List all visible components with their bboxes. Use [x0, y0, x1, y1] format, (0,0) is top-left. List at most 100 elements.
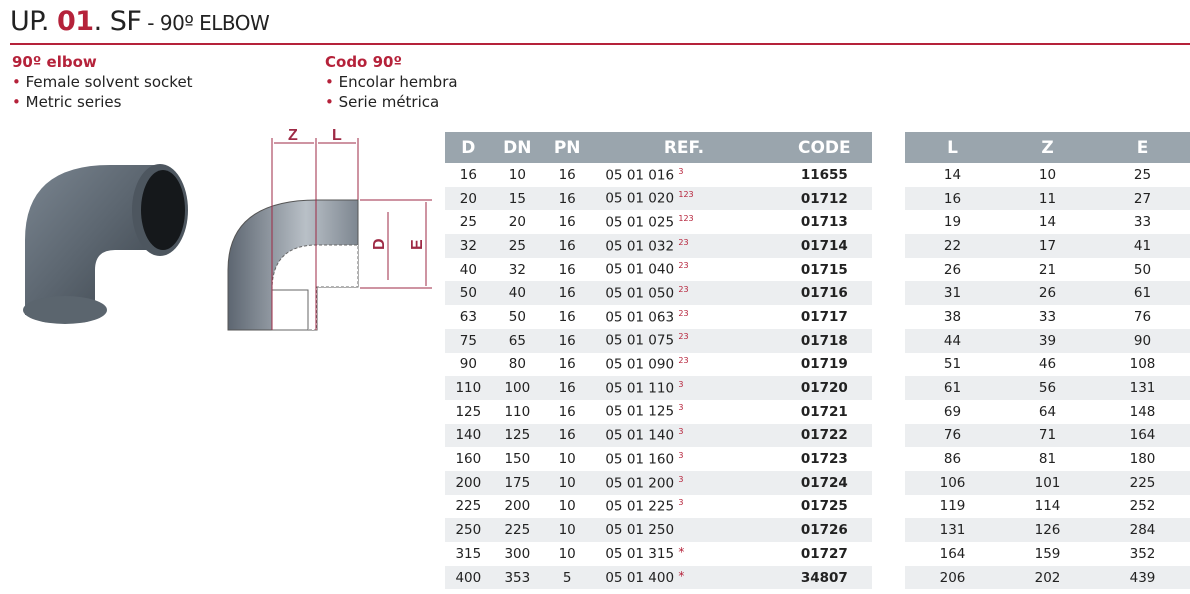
cell-e: 25 [1133, 166, 1152, 183]
column-header: E [1095, 132, 1190, 163]
ref-value: 05 01 250 [605, 522, 675, 539]
cell-dn: 150 [504, 451, 531, 468]
elbow-dimension-diagram: Z L D E [227, 127, 432, 331]
cell-e: 225 [1095, 470, 1190, 495]
cell-d: 25 [459, 214, 477, 231]
column-header: PN [543, 132, 592, 163]
cell-ref: 05 01 110 3 [591, 376, 777, 400]
cell-z: 33 [1038, 308, 1057, 325]
cell-d: 315 [455, 545, 482, 562]
ref-value: 05 01 225 [605, 498, 675, 515]
cell-l: 119 [939, 498, 966, 515]
description-heading: Codo 90º [325, 53, 402, 71]
cell-l: 16 [905, 186, 1000, 211]
title-subtitle: - 90º ELBOW [141, 11, 270, 35]
cell-code: 01726 [776, 518, 872, 542]
ref-value: 05 01 160 [605, 451, 675, 468]
cell-ref: 05 01 200 3 [591, 470, 777, 495]
cell-code: 01727 [800, 545, 848, 562]
ref-footnote: 3 [678, 498, 684, 508]
cell-code: 01720 [776, 376, 872, 400]
cell-code: 34807 [776, 565, 872, 590]
cell-l: 22 [905, 234, 1000, 258]
cell-l: 61 [905, 376, 1000, 400]
cell-pn: 10 [558, 451, 576, 468]
cell-l: 164 [939, 545, 966, 562]
cell-dn: 10 [508, 166, 526, 183]
cell-dn: 20 [508, 214, 526, 231]
cell-pn: 5 [543, 565, 592, 590]
cell-z: 64 [1038, 403, 1057, 420]
cell-dn: 40 [491, 281, 544, 306]
ref-value: 05 01 140 [605, 427, 675, 444]
cell-pn: 16 [543, 328, 592, 353]
cell-z: 114 [1034, 498, 1061, 515]
cell-pn: 16 [558, 166, 576, 183]
cell-ref: 05 01 016 3 [591, 163, 776, 187]
cell-code: 01725 [800, 498, 848, 515]
cell-z: 21 [1038, 261, 1057, 278]
cell-pn: 16 [558, 403, 576, 420]
cell-l: 131 [905, 518, 1000, 542]
cell-z: 10 [1038, 166, 1057, 183]
cell-e: 41 [1095, 234, 1190, 258]
cell-pn: 10 [558, 498, 576, 515]
cell-l: 44 [905, 328, 1000, 353]
ref-footnote: 3 [678, 450, 684, 460]
cell-l: 69 [943, 403, 962, 420]
cell-pn: 16 [558, 261, 576, 278]
cell-d: 16 [459, 166, 477, 183]
cell-ref: 05 01 020 123 [591, 186, 777, 211]
cell-l: 31 [905, 281, 1000, 306]
description-heading: 90º elbow [12, 53, 97, 71]
description-english: 90º elbow Female solvent socket Metric s… [12, 52, 193, 112]
cell-e: 252 [1129, 498, 1156, 515]
cell-ref: 05 01 225 3 [591, 495, 776, 519]
cell-dn: 110 [504, 403, 531, 420]
column-header: Z [1000, 132, 1095, 163]
cell-code: 01721 [800, 403, 848, 420]
cell-pn: 16 [558, 214, 576, 231]
cell-l: 26 [943, 261, 962, 278]
ref-footnote: 23 [678, 332, 689, 342]
cell-d: 160 [455, 451, 482, 468]
cell-d: 20 [445, 186, 492, 211]
cell-dn: 15 [491, 186, 544, 211]
cell-l: 86 [943, 451, 962, 468]
cell-ref: 05 01 032 23 [591, 234, 777, 258]
ref-footnote: 3 [678, 166, 684, 176]
cell-z: 26 [1000, 281, 1095, 306]
cell-pn: 10 [543, 470, 592, 495]
cell-e: 90 [1095, 328, 1190, 353]
cell-l: 38 [943, 308, 962, 325]
ref-value: 05 01 032 [605, 238, 675, 255]
description-bullet: Metric series [12, 92, 193, 112]
cell-code: 01715 [800, 261, 848, 278]
cell-ref: 05 01 025 123 [591, 210, 776, 234]
cell-z: 39 [1000, 328, 1095, 353]
cell-z: 56 [1000, 376, 1095, 400]
page-title: UP. 01. SF - 90º ELBOW [10, 6, 270, 37]
cell-code: 01717 [800, 308, 848, 325]
cell-dn: 125 [491, 423, 544, 448]
cell-d: 75 [445, 328, 492, 353]
cell-pn: 16 [543, 186, 592, 211]
cell-dn: 200 [504, 498, 531, 515]
dimension-label-z: Z [288, 127, 298, 144]
